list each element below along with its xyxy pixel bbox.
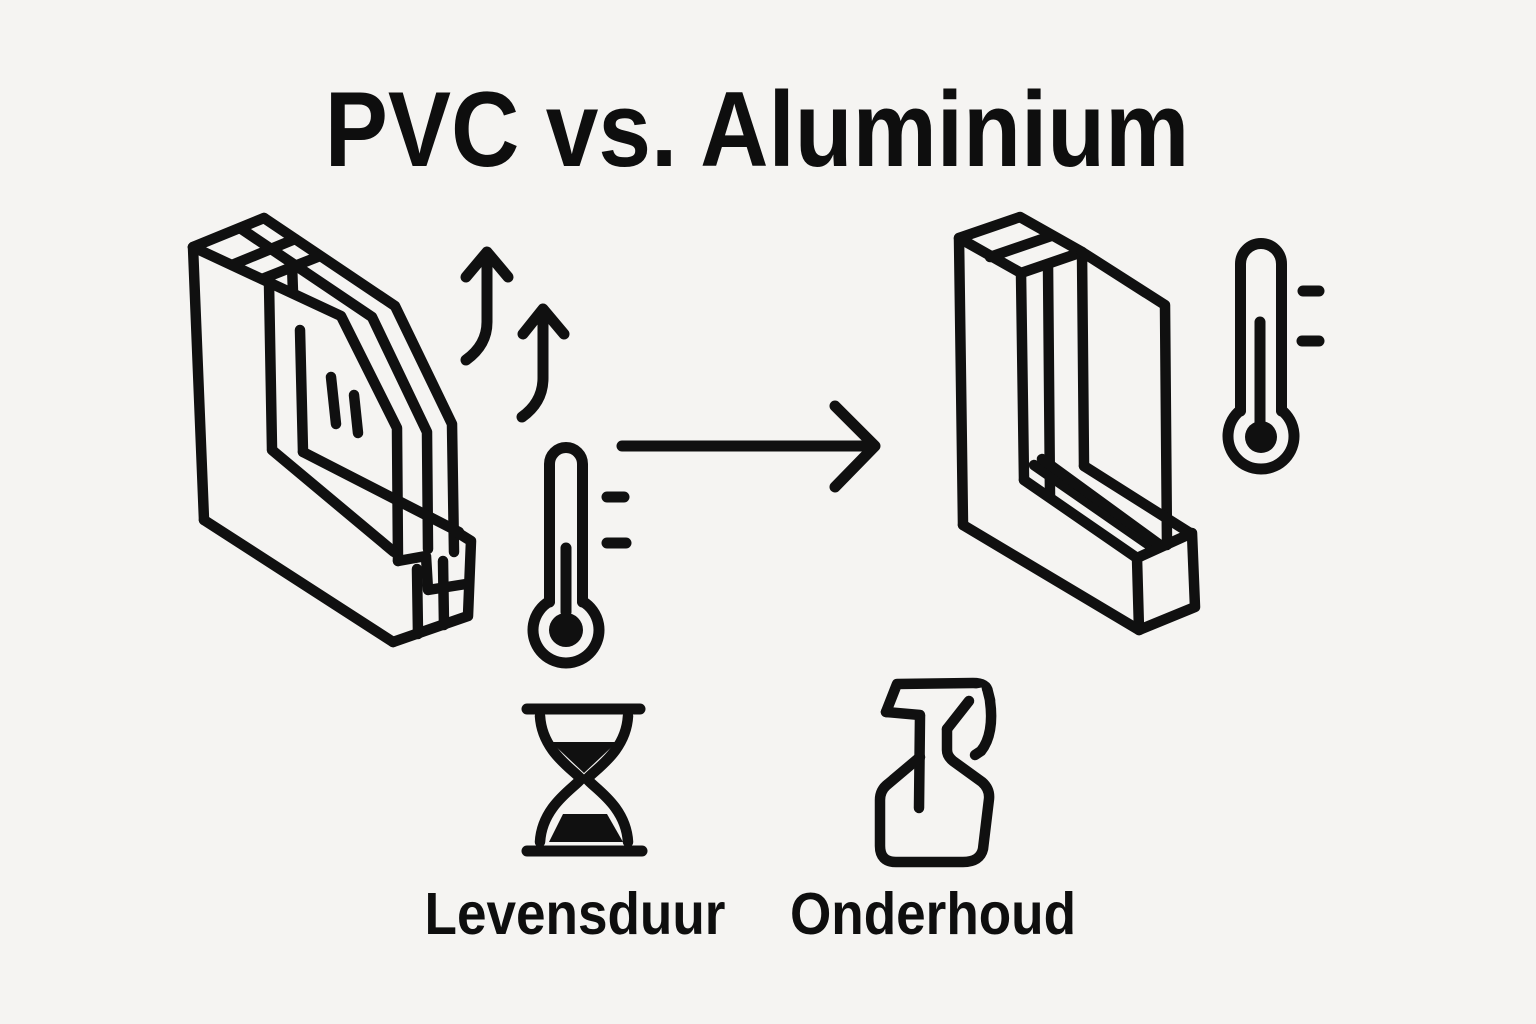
svg-text:Onderhoud: Onderhoud (790, 880, 1076, 946)
svg-text:Levensduur: Levensduur (425, 880, 726, 946)
svg-text:PVC vs. Aluminium: PVC vs. Aluminium (325, 71, 1190, 190)
